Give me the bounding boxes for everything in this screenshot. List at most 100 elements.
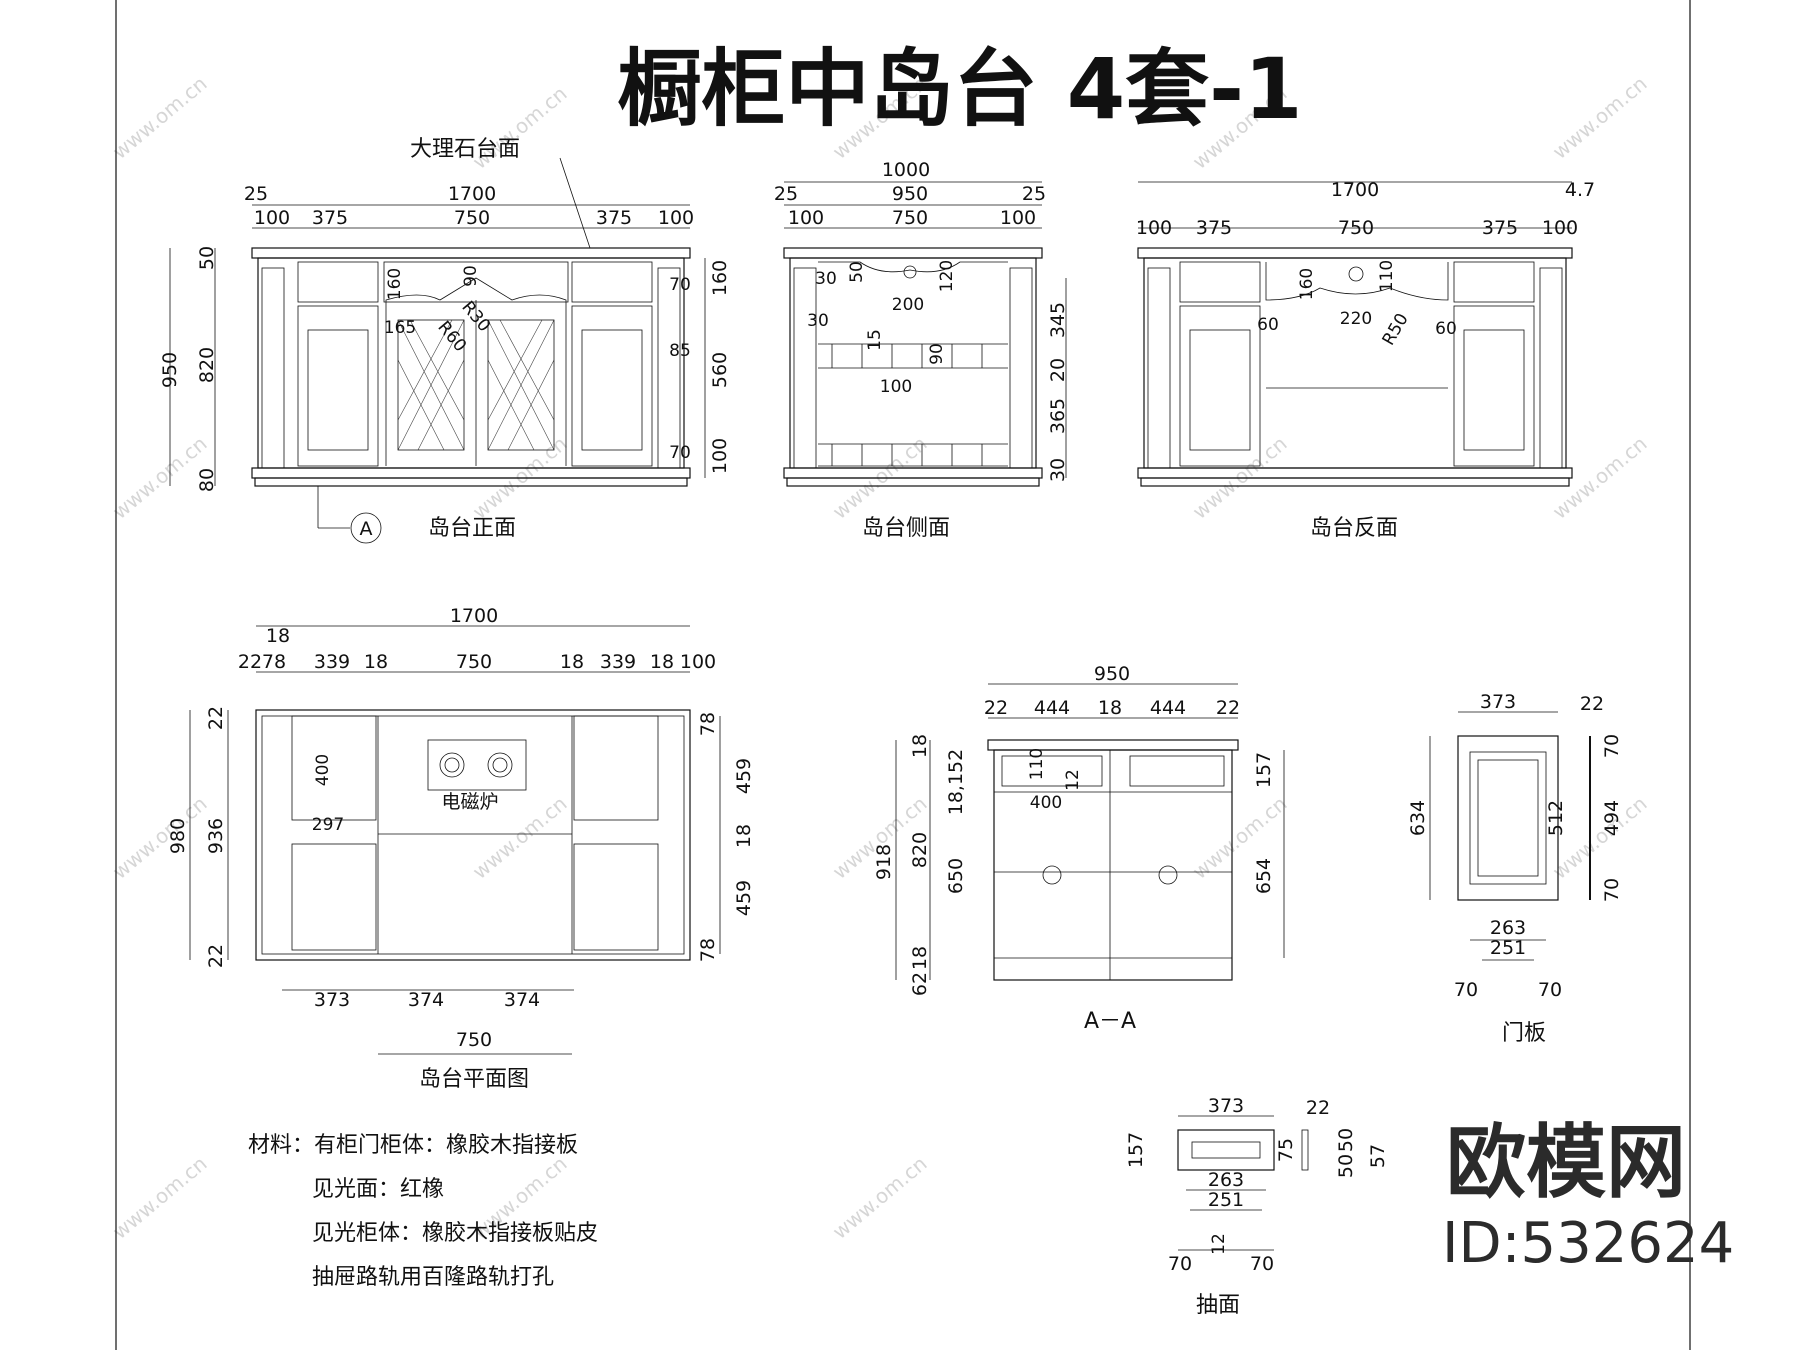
plan-dim-bottom: 374 <box>408 989 444 1011</box>
plan-dim-inner: 297 <box>312 815 344 835</box>
plan-dim-top: 18 <box>266 625 290 647</box>
section-view: 950 22 444 18 444 22 918 18 18,152 820 6… <box>873 663 1285 1034</box>
front-dim-inner: 160 <box>385 268 405 300</box>
section-dim-left: 820 <box>909 832 931 868</box>
front-dim-top: 750 <box>454 207 490 229</box>
watermark-text: www.om.cn <box>108 791 212 884</box>
side-dim-top: 25 <box>774 183 798 205</box>
induction-cooktop <box>427 739 527 791</box>
note-line: 见光面：红橡 <box>312 1177 444 1202</box>
side-dim-top: 750 <box>892 207 928 229</box>
back-dim-top: 4.7 <box>1565 179 1595 201</box>
plan-dim-top: 18 <box>364 651 388 673</box>
drawer-dim: 50 <box>1335 1128 1357 1152</box>
back-dim-top: 100 <box>1542 217 1578 239</box>
section-dim-top: 18 <box>1098 697 1122 719</box>
front-dim-top: 25 <box>244 183 268 205</box>
side-dim-right: 345 <box>1047 302 1069 338</box>
watermark-text: www.om.cn <box>108 1151 212 1244</box>
plan-dim-right: 18 <box>733 824 755 848</box>
drawer-dim: 70 <box>1168 1253 1192 1275</box>
section-dim-right: 654 <box>1253 858 1275 894</box>
front-dim-right: 70 <box>669 443 691 463</box>
back-dim-top: 1700 <box>1331 179 1379 201</box>
plan-view: 1700 18 22 78 339 18 750 18 339 18 100 9… <box>167 605 755 1092</box>
plan-dim-right: 78 <box>697 938 719 962</box>
door-dim: 251 <box>1490 937 1526 959</box>
back-view: 1700 4.7 100 375 750 375 100 160 110 60 … <box>1136 179 1595 541</box>
front-dim-left: 950 <box>159 352 181 388</box>
back-dim-top: 100 <box>1136 217 1172 239</box>
drawer-dim: 12 <box>1209 1233 1229 1255</box>
front-dim-left: 820 <box>196 347 218 383</box>
section-dim-top: 22 <box>1216 697 1240 719</box>
side-dim-top: 100 <box>788 207 824 229</box>
plan-dim-bottom: 750 <box>456 1029 492 1051</box>
plan-dim-top: 22 <box>238 651 262 673</box>
side-dim-top: 950 <box>892 183 928 205</box>
side-dim-top: 25 <box>1022 183 1046 205</box>
brand-id: ID:532624 <box>1442 1211 1734 1276</box>
door-dim: 373 <box>1480 691 1516 713</box>
front-dim-left: 50 <box>196 246 218 270</box>
countertop-callout: 大理石台面 <box>410 137 520 162</box>
door-dim: 263 <box>1490 917 1526 939</box>
drawer-dim: 251 <box>1208 1189 1244 1211</box>
front-dim-right: 70 <box>669 275 691 295</box>
front-dim-inner: R30 <box>457 298 494 336</box>
front-dim-inner: 90 <box>461 265 481 287</box>
front-dim-inner: 165 <box>384 318 416 338</box>
front-view: A 大理石台面 25 1700 100 375 750 375 100 950 … <box>159 137 731 544</box>
section-dim-inner: 110 <box>1027 748 1047 780</box>
plan-dim-top: 18 <box>650 651 674 673</box>
front-dim-right: 160 <box>709 260 731 296</box>
plan-dim-top: 750 <box>456 651 492 673</box>
door-dim: 70 <box>1454 979 1478 1001</box>
front-dim-left: 80 <box>196 468 218 492</box>
section-dim-left: 918 <box>873 844 895 880</box>
plan-dim-bottom: 373 <box>314 989 350 1011</box>
front-dim-inner: R60 <box>433 318 470 356</box>
door-panel-view: 373 22 634 512 70 494 70 263 251 70 70 门… <box>1407 691 1623 1046</box>
material-notes: 材料：有柜门柜体：橡胶木指接板 见光面：红橡 见光柜体：橡胶木指接板贴皮 抽屉路… <box>248 1133 598 1290</box>
drawer-face-label: 抽面 <box>1196 1293 1240 1318</box>
section-marker-label: A <box>360 518 373 540</box>
back-dim-top: 375 <box>1482 217 1518 239</box>
back-dim-top: 375 <box>1196 217 1232 239</box>
side-view-label: 岛台侧面 <box>862 516 950 541</box>
watermark-text: www.om.cn <box>1548 71 1652 164</box>
plan-view-label: 岛台平面图 <box>419 1067 529 1092</box>
door-dim: 22 <box>1580 693 1604 715</box>
side-view: 1000 25 950 25 100 750 100 345 20 365 30… <box>774 159 1069 541</box>
side-dim-inner: 30 <box>815 269 837 289</box>
drawing-title: 橱柜中岛台 4套-1 <box>617 40 1302 138</box>
door-dim: 512 <box>1545 800 1567 836</box>
side-dim-inner: 50 <box>847 261 867 283</box>
front-dim-right: 85 <box>669 341 691 361</box>
front-dim-right: 560 <box>709 352 731 388</box>
plan-dim-left: 936 <box>205 818 227 854</box>
plan-dim-top: 1700 <box>450 605 498 627</box>
front-view-label: 岛台正面 <box>428 516 516 541</box>
front-dim-top: 375 <box>312 207 348 229</box>
note-line: 见光柜体：橡胶木指接板贴皮 <box>312 1221 598 1246</box>
drawer-face-view: 373 22 157 75 50 50 57 263 251 12 70 70 … <box>1125 1095 1389 1318</box>
front-dim-right: 100 <box>709 438 731 474</box>
section-dim-left: 62 <box>909 972 931 996</box>
side-dim-inner: 100 <box>880 377 912 397</box>
section-dim-left: 18 <box>909 946 931 970</box>
section-dim-inner: 12 <box>1063 769 1083 791</box>
door-dim: 70 <box>1601 734 1623 758</box>
door-dim: 634 <box>1407 800 1429 836</box>
plan-dim-top: 339 <box>600 651 636 673</box>
drawer-dim: 70 <box>1250 1253 1274 1275</box>
back-view-label: 岛台反面 <box>1310 516 1398 541</box>
door-dim: 494 <box>1601 800 1623 836</box>
plan-dim-left: 980 <box>167 818 189 854</box>
note-line: 抽屉路轨用百隆路轨打孔 <box>312 1265 554 1290</box>
drawer-dim: 22 <box>1306 1097 1330 1119</box>
section-dim-right: 157 <box>1253 752 1275 788</box>
door-panel-label: 门板 <box>1502 1021 1546 1046</box>
drawer-dim: 50 <box>1335 1154 1357 1178</box>
